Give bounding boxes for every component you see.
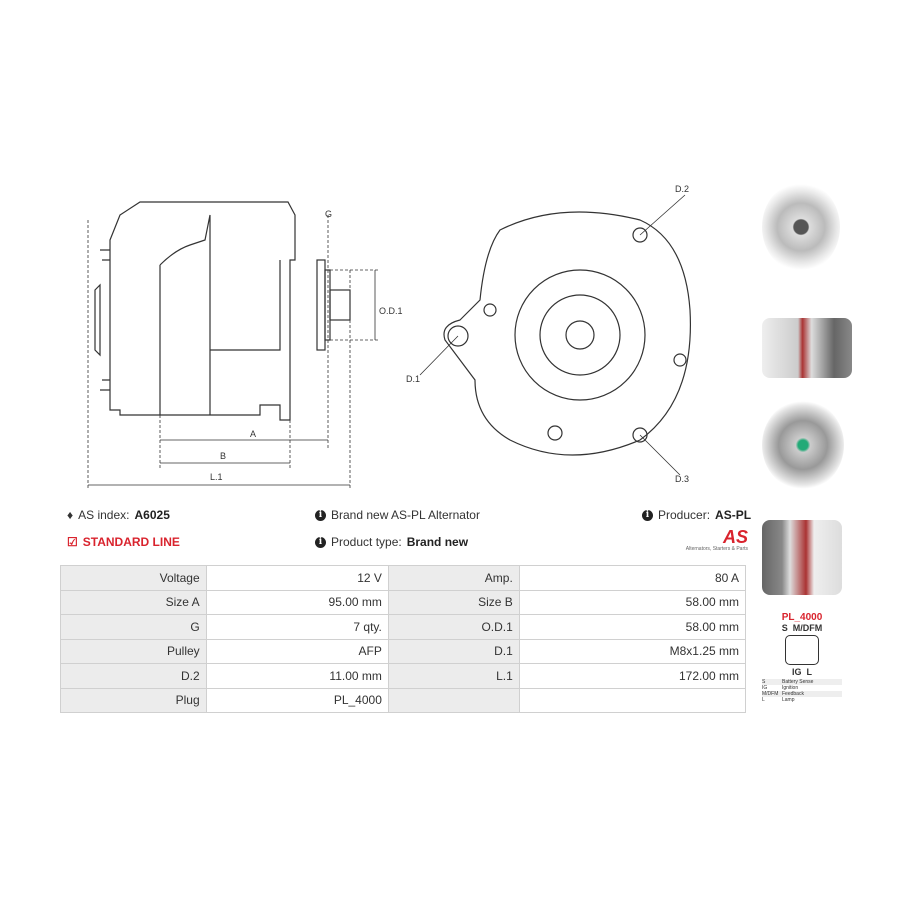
producer-value: AS-PL <box>715 508 752 522</box>
pin-code: L <box>762 697 765 703</box>
product-type: i Product type: Brand new <box>315 535 468 549</box>
plug-legend-row: S Battery Sense <box>762 679 842 685</box>
spec-label: Voltage <box>60 565 207 591</box>
spec-value: 12 V <box>205 565 389 591</box>
producer: i Producer: AS-PL <box>642 508 751 522</box>
product-photo-front[interactable] <box>762 182 840 272</box>
info-icon: i <box>315 536 326 548</box>
spec-value <box>518 687 747 713</box>
standard-line-label: STANDARD LINE <box>82 535 180 549</box>
label-b: B <box>220 451 226 461</box>
spec-value: 7 qty. <box>205 614 389 640</box>
plug-legend-row: L Lamp <box>762 697 842 703</box>
product-photo-rear[interactable] <box>762 400 844 490</box>
spec-label: Size B <box>387 589 520 615</box>
as-index-label: AS index: <box>78 508 130 522</box>
standard-line: ☑ STANDARD LINE <box>67 535 180 549</box>
info-icon: i <box>642 509 653 521</box>
as-index: ♦ AS index: A6025 <box>67 508 170 522</box>
label-a: A <box>250 429 256 439</box>
logo-text: AS <box>722 527 748 547</box>
spec-value: PL_4000 <box>205 687 389 713</box>
spec-label: L.1 <box>387 663 520 689</box>
description-text: Brand new AS-PL Alternator <box>331 508 480 522</box>
spec-label <box>387 687 520 713</box>
label-d2: D.2 <box>675 184 689 194</box>
label-od1: O.D.1 <box>379 306 403 316</box>
product-type-label: Product type: <box>331 535 402 549</box>
product-photo-side[interactable] <box>762 318 852 378</box>
info-icon: i <box>315 509 326 521</box>
pin-code: IG <box>762 685 768 691</box>
label-d3: D.3 <box>675 474 689 484</box>
spec-label: Size A <box>60 589 207 615</box>
plug-legend-row: IG Ignition <box>762 685 842 691</box>
description: i Brand new AS-PL Alternator <box>315 508 480 522</box>
plug-bottom-pins: IG L <box>792 667 812 677</box>
label-l1: L.1 <box>210 472 223 482</box>
as-index-value: A6025 <box>134 508 170 522</box>
spec-value: 58.00 mm <box>518 614 747 640</box>
spec-value: 172.00 mm <box>518 663 747 689</box>
spec-label: D.2 <box>60 663 207 689</box>
spec-value: 80 A <box>518 565 747 591</box>
spec-value: M8x1.25 mm <box>518 638 747 664</box>
plug-title: PL_4000 <box>781 612 823 623</box>
front-view-drawing: D.1 D.2 D.3 <box>406 184 692 484</box>
logo-tagline: Alternators, Starters & Parts <box>685 546 748 552</box>
plug-connector-icon <box>785 635 819 665</box>
pin-function: Feedback <box>782 691 804 697</box>
producer-label: Producer: <box>658 508 711 522</box>
pin-function: Ignition <box>782 685 799 691</box>
spec-label: Amp. <box>387 565 520 591</box>
product-type-value: Brand new <box>406 535 469 549</box>
spec-label: G <box>60 614 207 640</box>
spec-value: AFP <box>205 638 389 664</box>
spec-label: O.D.1 <box>387 614 520 640</box>
pin-code: S <box>762 679 766 685</box>
spec-value: 58.00 mm <box>518 589 747 615</box>
label-g: G <box>325 209 332 219</box>
pin-code: M/DFM <box>762 691 779 697</box>
side-view-drawing: A B L.1 G O.D.1 <box>87 201 403 490</box>
label-d1: D.1 <box>406 374 420 384</box>
spec-label: D.1 <box>387 638 520 664</box>
pin-function: Lamp <box>782 697 795 703</box>
plug-top-pins: S M/DFM <box>781 623 823 633</box>
spec-label: Plug <box>60 687 207 713</box>
spec-value: 11.00 mm <box>205 663 389 689</box>
product-photo-angle[interactable] <box>762 520 842 595</box>
tag-icon: ♦ <box>67 508 74 522</box>
checkbox-icon: ☑ <box>67 535 78 549</box>
as-logo: AS Alternators, Starters & Parts <box>668 528 748 552</box>
pin-function: Battery Sense <box>782 679 814 685</box>
spec-label: Pulley <box>60 638 207 664</box>
spec-value: 95.00 mm <box>205 589 389 615</box>
